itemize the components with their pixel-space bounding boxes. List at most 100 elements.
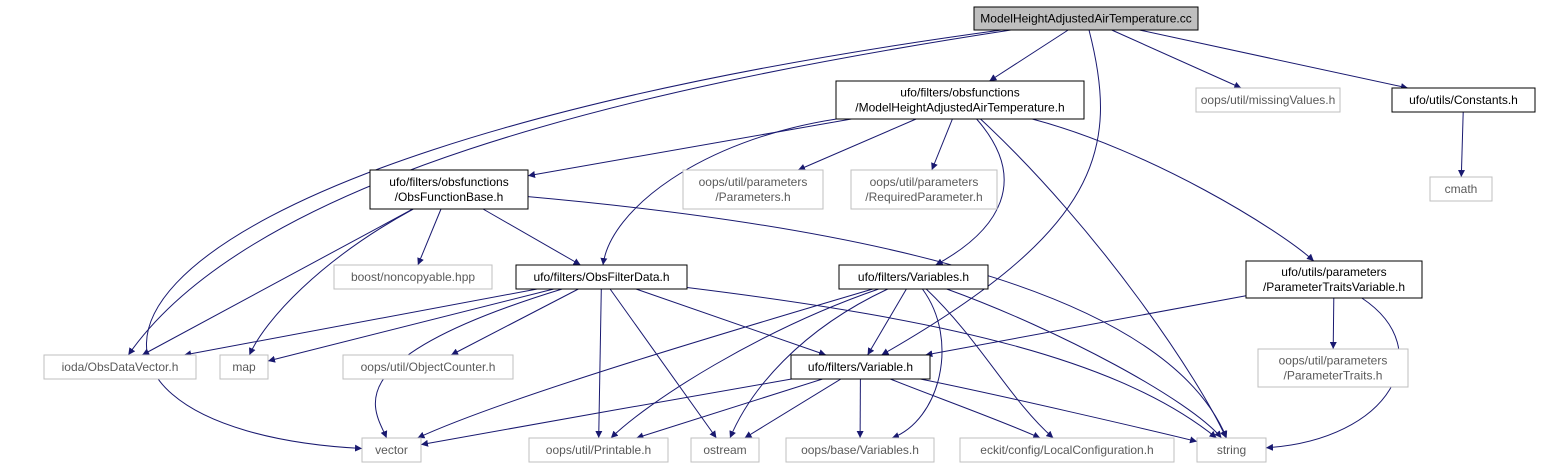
edge-obsfilterdata-to-objectcounter xyxy=(450,288,579,356)
node-mhaat_h[interactable]: ufo/filters/obsfunctions/ModelHeightAdju… xyxy=(835,80,1085,120)
node-variables_h[interactable]: ufo/filters/Variables.h xyxy=(838,264,989,290)
node-label: /ParameterTraits.h xyxy=(1284,369,1383,383)
file-nodes: ModelHeightAdjustedAirTemperature.cc ufo/… xyxy=(43,6,1536,463)
edge-variable_h-to-localconfig xyxy=(890,378,1041,439)
node-label: /ModelHeightAdjustedAirTemperature.h xyxy=(855,101,1064,115)
edge-mhaat_h-to-requiredparameter xyxy=(931,118,953,171)
node-label: ioda/ObsDataVector.h xyxy=(62,360,179,374)
edge-variables_h-to-printable xyxy=(610,288,879,439)
node-box xyxy=(369,169,529,210)
node-box xyxy=(790,354,931,380)
node-box xyxy=(835,80,1085,120)
node-box xyxy=(785,437,935,463)
node-label: ModelHeightAdjustedAirTemperature.cc xyxy=(980,12,1191,26)
node-printable: oops/util/Printable.h xyxy=(528,437,669,463)
node-label: eckit/config/LocalConfiguration.h xyxy=(980,443,1153,457)
node-label: cmath xyxy=(1445,182,1478,196)
node-box xyxy=(342,354,514,380)
node-box xyxy=(682,169,824,210)
edge-obsfunctionbase-to-string xyxy=(527,196,1228,439)
node-box xyxy=(219,354,269,380)
node-obsdatavector: ioda/ObsDataVector.h xyxy=(43,354,197,380)
edge-obsfilterdata-to-map xyxy=(267,288,554,363)
node-label: oops/util/parameters xyxy=(870,175,979,189)
edge-variable_h-to-string xyxy=(920,378,1198,444)
node-vector: vector xyxy=(361,437,422,463)
edge-obsfunctionbase-to-obsdatavector xyxy=(141,208,414,356)
edge-root-to-missingvalues xyxy=(1111,29,1242,89)
edge-variable_h-to-ostream xyxy=(744,378,842,439)
edge-root-to-obsdatavector xyxy=(127,29,1012,356)
node-paramtraits: oops/util/parameters/ParameterTraits.h xyxy=(1257,348,1409,388)
node-label: boost/noncopyable.hpp xyxy=(351,270,475,284)
edge-obsfilterdata-to-printable xyxy=(595,288,603,439)
node-paramtraitsvar[interactable]: ufo/utils/parameters/ParameterTraitsVari… xyxy=(1245,260,1423,299)
node-label: ufo/filters/Variable.h xyxy=(808,360,913,374)
edge-root-to-mhaat_h xyxy=(989,29,1069,82)
node-label: map xyxy=(232,360,256,374)
edge-mhaat_h-to-paramtraitsvar xyxy=(1032,118,1315,262)
node-requiredparameter: oops/util/parameters/RequiredParameter.h xyxy=(850,169,998,210)
node-variable_h[interactable]: ufo/filters/Variable.h xyxy=(790,354,931,380)
edge-variables_h-to-variable_h xyxy=(867,288,907,356)
edge-mhaat_h-to-obsfilterdata xyxy=(600,118,837,266)
node-box xyxy=(43,354,197,380)
node-obsfunctionbase[interactable]: ufo/filters/obsfunctions/ObsFunctionBase… xyxy=(369,169,529,210)
node-label: oops/util/Printable.h xyxy=(546,443,651,457)
node-label: oops/util/ObjectCounter.h xyxy=(361,360,496,374)
edge-obsfilterdata-to-obsdatavector xyxy=(184,288,538,358)
edge-variable_h-to-vector xyxy=(420,378,792,447)
node-box xyxy=(838,264,989,290)
node-box xyxy=(1257,348,1409,388)
node-box xyxy=(333,264,493,290)
node-objectcounter: oops/util/ObjectCounter.h xyxy=(342,354,514,380)
node-box xyxy=(1429,176,1493,202)
edge-variables_h-to-localconfig xyxy=(925,288,1054,439)
node-map: map xyxy=(219,354,269,380)
edge-root-to-variable_h xyxy=(881,29,1102,356)
edge-constants-to-cmath xyxy=(1458,111,1466,178)
edge-obsfilterdata-to-vector xyxy=(374,288,563,439)
edge-obsfilterdata-to-ostream xyxy=(609,288,717,439)
node-label: oops/util/parameters xyxy=(1279,354,1388,368)
node-label: /RequiredParameter.h xyxy=(865,190,982,204)
node-label: string xyxy=(1217,443,1246,457)
node-box xyxy=(690,437,760,463)
node-label: vector xyxy=(375,443,408,457)
node-label: ufo/utils/Constants.h xyxy=(1409,93,1518,107)
node-label: ufo/filters/ObsFilterData.h xyxy=(533,270,669,284)
node-label: ufo/filters/obsfunctions xyxy=(389,175,508,189)
node-box xyxy=(528,437,669,463)
edge-paramtraitsvar-to-string xyxy=(1265,297,1400,451)
node-label: ufo/utils/parameters xyxy=(1281,265,1386,279)
node-box xyxy=(361,437,422,463)
edge-mhaat_h-to-parameters xyxy=(797,118,917,171)
edge-paramtraitsvar-to-variable_h xyxy=(925,295,1247,358)
node-obsfilterdata[interactable]: ufo/filters/ObsFilterData.h xyxy=(515,264,688,290)
node-constants[interactable]: ufo/utils/Constants.h xyxy=(1391,87,1536,113)
edge-variables_h-to-ostream xyxy=(729,288,889,439)
node-localconfig: eckit/config/LocalConfiguration.h xyxy=(959,437,1175,463)
node-label: ufo/filters/Variables.h xyxy=(858,270,969,284)
edge-obsfilterdata-to-string xyxy=(686,287,1217,439)
node-box xyxy=(973,6,1199,31)
node-parameters: oops/util/parameters/Parameters.h xyxy=(682,169,824,210)
edge-obsfunctionbase-to-obsfilterdata xyxy=(482,208,581,266)
edge-variables_h-to-basevariables xyxy=(891,288,943,439)
edge-variables_h-to-vector xyxy=(417,288,873,439)
node-label: oops/base/Variables.h xyxy=(801,443,919,457)
edge-obsfilterdata-to-variable_h xyxy=(635,288,827,357)
node-missingvalues: oops/util/missingValues.h xyxy=(1195,87,1341,113)
edge-variable_h-to-printable xyxy=(636,378,823,440)
edge-obsfunctionbase-to-noncopyable xyxy=(417,208,442,266)
edge-mhaat_h-to-variables_h xyxy=(935,118,1005,266)
edge-mhaat_h-to-string xyxy=(980,118,1227,439)
node-noncopyable: boost/noncopyable.hpp xyxy=(333,264,493,290)
edge-obsfunctionbase-to-map xyxy=(248,208,414,356)
node-label: /ObsFunctionBase.h xyxy=(395,190,504,204)
node-cmath: cmath xyxy=(1429,176,1493,202)
node-box xyxy=(515,264,688,290)
node-box xyxy=(1391,87,1536,113)
node-box xyxy=(1195,87,1341,113)
